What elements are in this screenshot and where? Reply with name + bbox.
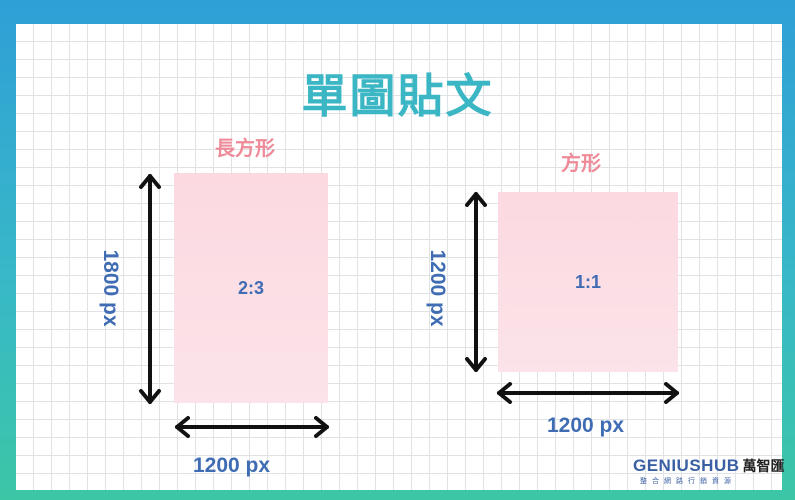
rectangle-width-label: 1200 px bbox=[193, 454, 271, 477]
square-height-label: 1200 px bbox=[426, 249, 449, 327]
square-width-label: 1200 px bbox=[547, 414, 625, 437]
brand-name: GENIUSHUB bbox=[633, 456, 740, 475]
square-label: 方形 bbox=[561, 151, 601, 175]
square-ratio: 1:1 bbox=[574, 271, 601, 292]
rectangle-height-arrow-bottom-head bbox=[139, 389, 161, 404]
brand-tagline: 整合網路行銷資源 bbox=[640, 477, 736, 485]
square-width-arrow-right-head bbox=[664, 382, 679, 404]
rectangle-height-arrow-top-head bbox=[139, 174, 161, 189]
rectangle-label: 長方形 bbox=[215, 136, 275, 160]
rectangle-height-label: 1800 px bbox=[99, 249, 122, 327]
brand-name-zh: 萬智匯 bbox=[742, 458, 785, 474]
square-height-arrow-top-head bbox=[465, 192, 487, 207]
rectangle-box: 2:3 bbox=[174, 173, 328, 403]
square-height-arrow-bottom-head bbox=[465, 357, 487, 372]
square-box: 1:1 bbox=[498, 192, 678, 372]
rectangle-width-arrow-right-head bbox=[314, 416, 329, 438]
rectangle-width-arrow-left-head bbox=[175, 416, 190, 438]
square-width-arrow-left-head bbox=[497, 382, 512, 404]
page-title: 單圖貼文 bbox=[301, 69, 494, 123]
brand-logo: GENIUSHUB 萬智匯 bbox=[633, 456, 785, 476]
rectangle-ratio: 2:3 bbox=[237, 277, 264, 298]
